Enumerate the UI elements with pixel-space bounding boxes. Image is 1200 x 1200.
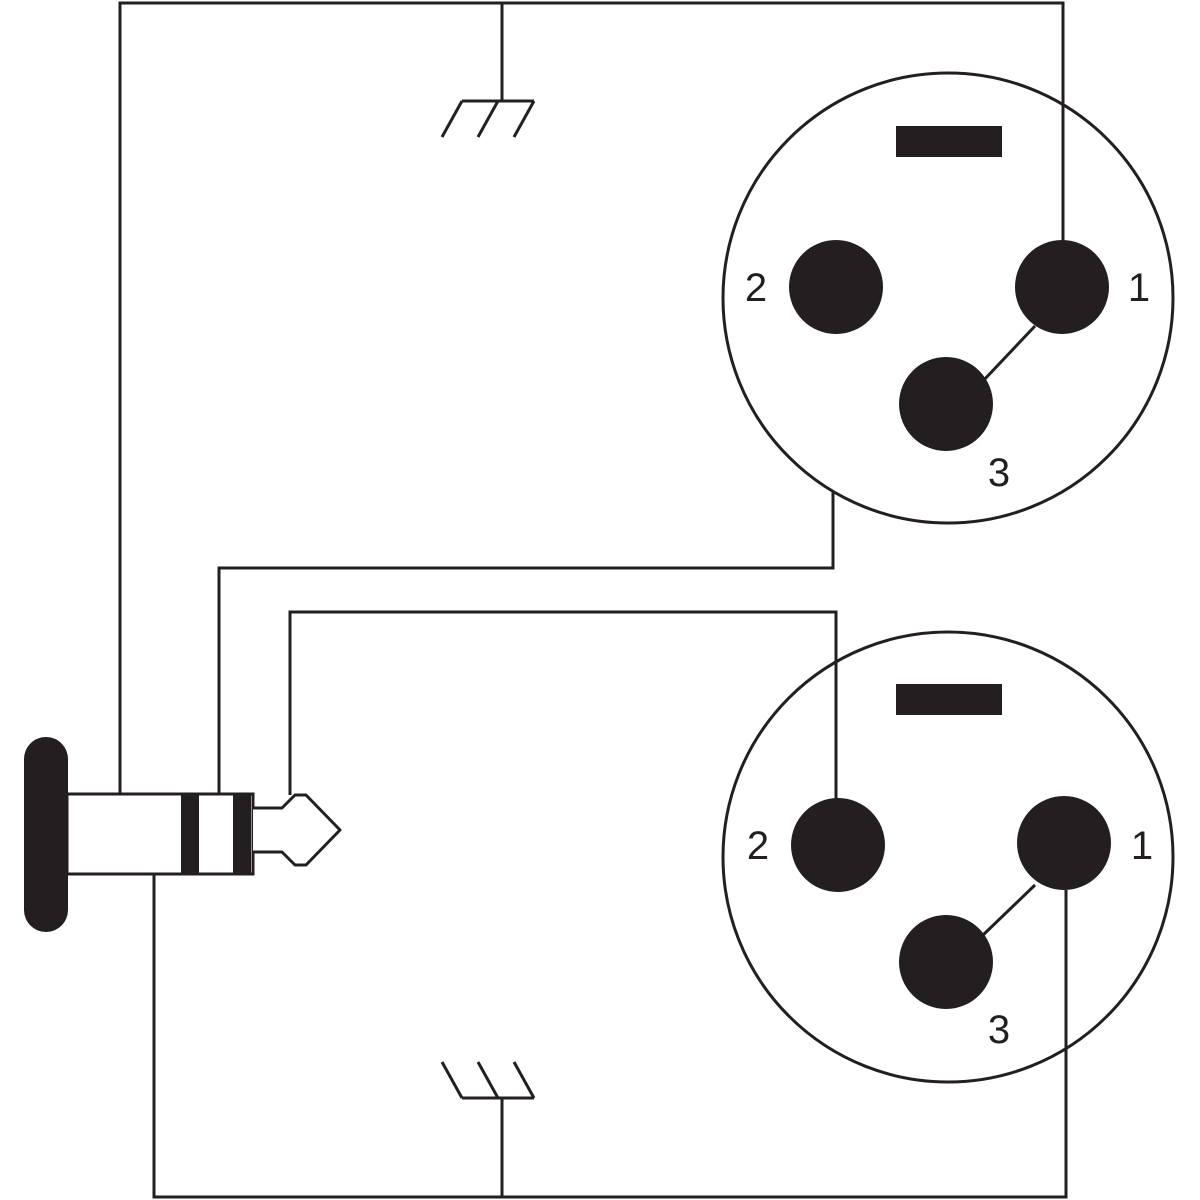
pin-label-2: 2 — [745, 266, 767, 310]
pin-label-1: 1 — [1131, 824, 1153, 868]
pin1-pin3-link — [980, 883, 1037, 938]
xlr-pin-2 — [789, 240, 883, 334]
pin-label-3: 3 — [988, 1008, 1010, 1052]
pin-label-2: 2 — [747, 824, 769, 868]
xlr-pin-2 — [791, 798, 885, 892]
xlr-pin-1 — [1015, 240, 1109, 334]
xlr-connector-top: 2 1 3 — [721, 3, 1175, 525]
pin-label-3: 3 — [988, 451, 1010, 495]
xlr-pin-1 — [1017, 796, 1111, 890]
xlr-key-bar — [896, 684, 1002, 715]
xlr-connector-bottom: 2 1 3 — [721, 612, 1175, 1084]
jack-sleeve — [65, 792, 255, 876]
ring-wire — [217, 332, 835, 795]
pin-label-1: 1 — [1128, 266, 1150, 310]
chassis-ground-icon — [440, 1061, 536, 1100]
jack-tip — [253, 793, 342, 867]
chassis-ground-icon — [440, 99, 536, 138]
jack-handle-cap — [24, 737, 68, 932]
stereo-trs-jack-plug-icon — [24, 737, 342, 932]
jack-insulator-ring-2 — [233, 794, 251, 874]
pin1-pin3-link — [980, 324, 1037, 384]
xlr-key-bar — [896, 126, 1002, 157]
xlr-connector-icon — [721, 71, 1175, 525]
xlr-pin-3 — [899, 915, 993, 1009]
xlr-pin-3 — [899, 357, 993, 451]
jack-insulator-ring-1 — [181, 794, 199, 874]
